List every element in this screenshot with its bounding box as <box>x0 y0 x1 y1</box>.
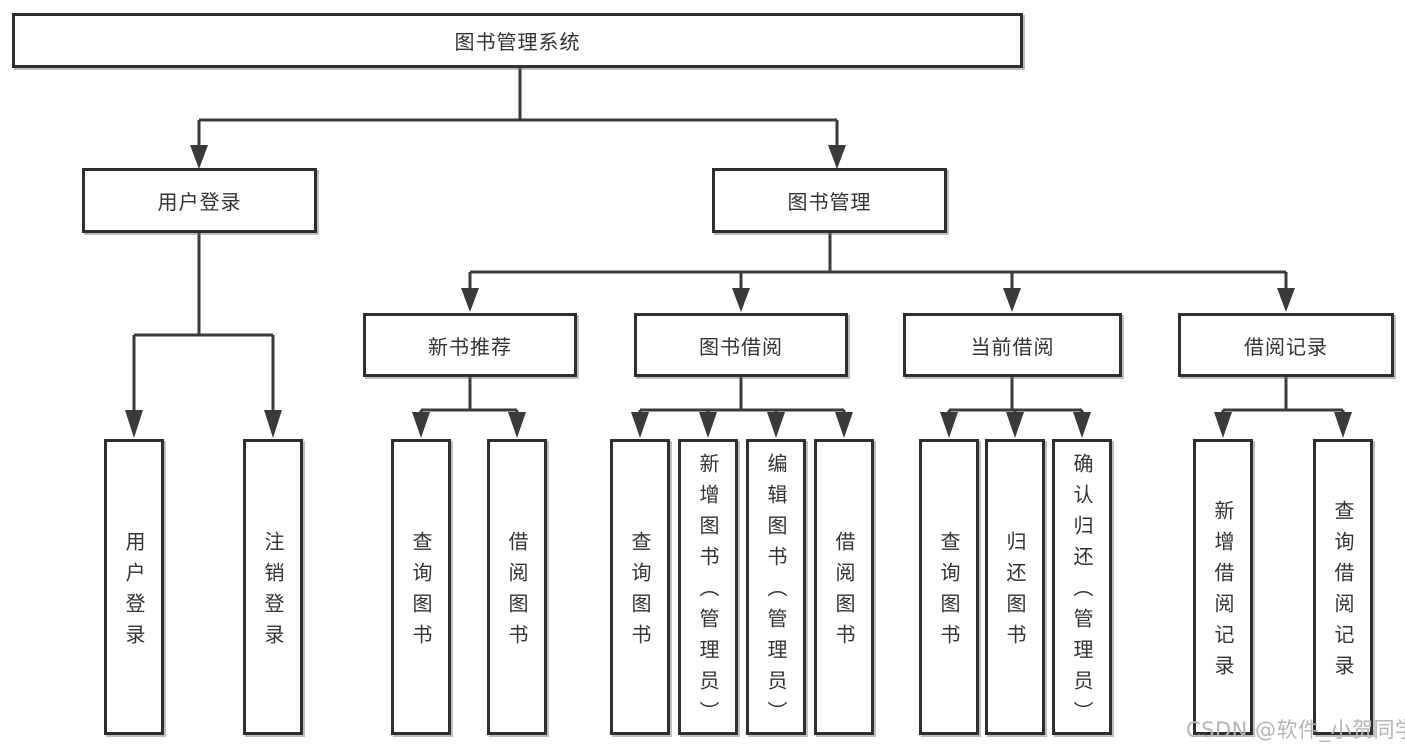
leaf-records-query-record: 查询借阅记录 <box>1313 439 1373 735</box>
arrowhead <box>1334 412 1352 438</box>
node-library-management-system: 图书管理系统 <box>12 13 1023 68</box>
node-label: 查询借阅记录 <box>1331 499 1355 686</box>
leaf-logout: 注销登录 <box>243 439 303 735</box>
node-label: 当前借阅 <box>970 334 1055 359</box>
node-label: 图书借阅 <box>699 334 783 359</box>
arrowhead <box>412 412 430 438</box>
node-label: 新增图书（管理员） <box>696 453 720 732</box>
leaf-borrow-add-books-admin: 新增图书（管理员） <box>678 439 738 735</box>
arrowhead <box>1073 412 1091 438</box>
node-label: 确认归还（管理员） <box>1070 453 1094 732</box>
arrowhead <box>1277 288 1295 312</box>
arrowhead <box>940 412 958 438</box>
arrowhead <box>631 412 649 438</box>
connector-newbook-to-leaves <box>412 377 526 438</box>
node-book-management: 图书管理 <box>712 168 947 233</box>
leaf-borrow-edit-books-admin: 编辑图书（管理员） <box>746 439 806 735</box>
arrowhead <box>461 288 479 312</box>
arrowhead <box>828 145 846 169</box>
arrowhead <box>1003 288 1021 312</box>
leaf-borrow-query-books: 查询图书 <box>610 439 670 735</box>
leaf-newbook-query-books: 查询图书 <box>391 439 451 735</box>
arrowhead <box>732 288 750 312</box>
node-label: 图书管理系统 <box>454 30 581 54</box>
arrowhead <box>835 412 853 438</box>
connector-root-to-level1 <box>190 68 846 169</box>
connector-userlogin-to-leaves <box>125 233 282 438</box>
leaf-records-add-record: 新增借阅记录 <box>1193 439 1253 735</box>
arrowhead <box>125 410 143 438</box>
node-label: 注销登录 <box>261 530 285 655</box>
connector-currentborrow-to-leaves <box>940 377 1091 438</box>
leaf-borrow-borrow-books: 借阅图书 <box>814 439 874 735</box>
arrowhead <box>699 412 717 438</box>
node-label: 查询图书 <box>628 530 652 655</box>
arrowhead <box>190 145 208 169</box>
leaf-user-login: 用户登录 <box>104 439 164 735</box>
node-book-borrow: 图书借阅 <box>634 313 848 377</box>
node-label: 用户登录 <box>122 530 146 655</box>
arrowhead <box>264 410 282 438</box>
connector-bookmgmt-to-level2 <box>461 233 1295 312</box>
node-current-borrow: 当前借阅 <box>903 313 1122 377</box>
arrowhead <box>1006 412 1024 438</box>
node-label: 归还图书 <box>1003 530 1027 655</box>
node-label: 新书推荐 <box>428 334 512 359</box>
leaf-current-return-books: 归还图书 <box>985 439 1045 735</box>
arrowhead <box>1214 412 1232 438</box>
node-label: 用户登录 <box>157 190 242 214</box>
leaf-current-query-books: 查询图书 <box>919 439 979 735</box>
node-label: 借阅图书 <box>832 530 856 655</box>
node-label: 借阅记录 <box>1244 334 1328 359</box>
arrowhead <box>767 412 785 438</box>
leaf-newbook-borrow-books: 借阅图书 <box>487 439 547 735</box>
arrowhead <box>508 412 526 438</box>
node-label: 借阅图书 <box>505 530 529 655</box>
connector-bookborrow-to-leaves <box>631 377 853 438</box>
node-label: 查询图书 <box>937 530 961 655</box>
leaf-current-confirm-return-admin: 确认归还（管理员） <box>1052 439 1112 735</box>
node-label: 图书管理 <box>787 190 872 214</box>
node-label: 新增借阅记录 <box>1211 499 1235 686</box>
node-label: 编辑图书（管理员） <box>764 453 788 732</box>
node-label: 查询图书 <box>409 530 433 655</box>
csdn-watermark: CSDN @软件_小贺同学 <box>1186 718 1405 742</box>
node-user-login: 用户登录 <box>82 168 317 233</box>
node-borrow-records: 借阅记录 <box>1178 313 1394 377</box>
connector-borrowrecords-to-leaves <box>1214 377 1352 438</box>
node-new-book-recommend: 新书推荐 <box>363 313 577 377</box>
